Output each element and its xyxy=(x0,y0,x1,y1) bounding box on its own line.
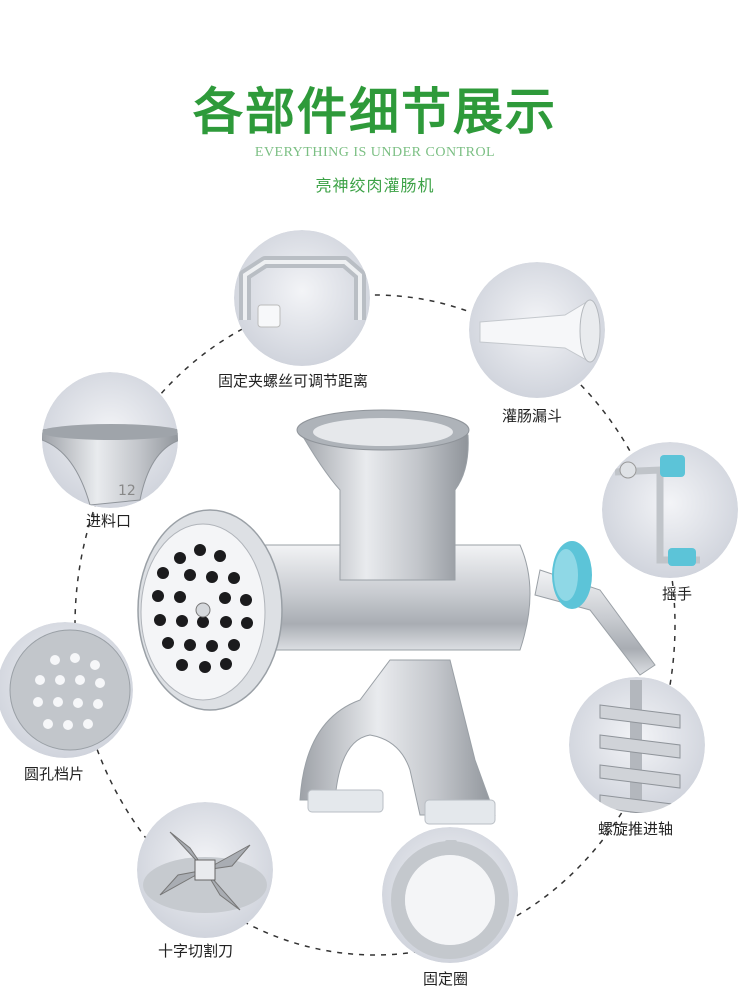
detail-fixing-ring xyxy=(382,827,518,963)
detail-crank-handle xyxy=(602,442,738,578)
detail-screw-auger xyxy=(569,677,705,813)
label-feed-inlet: 进料口 xyxy=(86,512,132,530)
meat-grinder-illustration xyxy=(137,409,656,825)
label-crank-handle: 摇手 xyxy=(662,585,693,603)
subtitle-english: EVERYTHING IS UNDER CONTROL xyxy=(254,145,496,160)
page-title: 各部件细节展示 xyxy=(193,83,557,141)
label-screw-auger: 螺旋推进轴 xyxy=(598,820,674,838)
orbit-dashed-line xyxy=(74,294,676,956)
detail-round-hole-plate xyxy=(0,622,133,758)
detail-clamp xyxy=(234,230,370,366)
detail-feed-inlet: 12 xyxy=(42,372,178,508)
label-clamp: 固定夹螺丝可调节距离 xyxy=(218,372,369,390)
product-name: 亮神绞肉灌肠机 xyxy=(315,176,435,195)
label-cross-blade: 十字切割刀 xyxy=(158,942,234,960)
label-sausage-funnel: 灌肠漏斗 xyxy=(502,407,563,425)
label-round-hole-plate: 圆孔档片 xyxy=(24,765,85,783)
detail-cross-blade xyxy=(137,802,273,938)
label-fixing-ring: 固定圈 xyxy=(423,970,469,988)
detail-sausage-funnel xyxy=(469,262,605,398)
svg-text:12: 12 xyxy=(118,483,136,499)
